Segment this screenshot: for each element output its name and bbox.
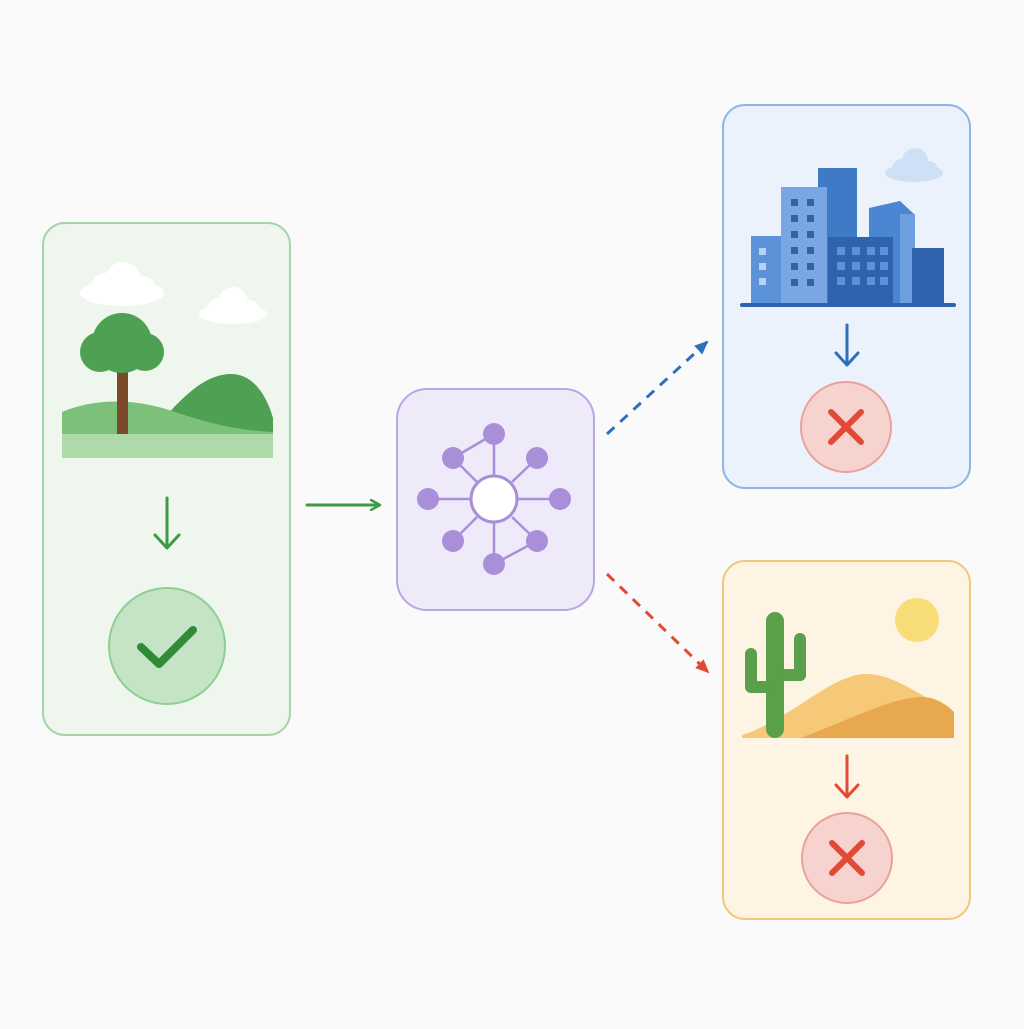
sun-icon — [895, 598, 939, 642]
edge-model-to-city — [605, 340, 709, 436]
cloud-icon — [885, 148, 943, 182]
down-arrow-icon — [834, 323, 860, 367]
down-arrow-icon — [153, 496, 181, 550]
target-panel-city — [722, 104, 971, 489]
success-indicator — [108, 587, 226, 705]
target-panel-desert — [722, 560, 971, 920]
down-arrow-icon — [834, 754, 860, 799]
cloud-icon — [199, 287, 267, 324]
cloud-icon — [80, 262, 164, 306]
park-landscape-image — [62, 262, 273, 458]
tree-icon — [80, 313, 164, 435]
ground-strip — [62, 434, 273, 458]
ground-shape — [62, 401, 273, 436]
network-hub-icon — [417, 423, 571, 575]
edge-model-to-desert — [605, 572, 710, 674]
cactus-icon — [745, 612, 806, 738]
dune-shape — [800, 696, 954, 738]
model-node — [396, 388, 595, 611]
failure-indicator — [801, 812, 893, 904]
city-skyline-image — [740, 148, 956, 307]
desert-landscape-image — [742, 598, 954, 738]
cross-icon — [829, 840, 865, 876]
failure-indicator — [800, 381, 892, 473]
source-panel — [42, 222, 291, 736]
checkmark-icon — [137, 626, 197, 668]
cross-icon — [828, 409, 864, 445]
